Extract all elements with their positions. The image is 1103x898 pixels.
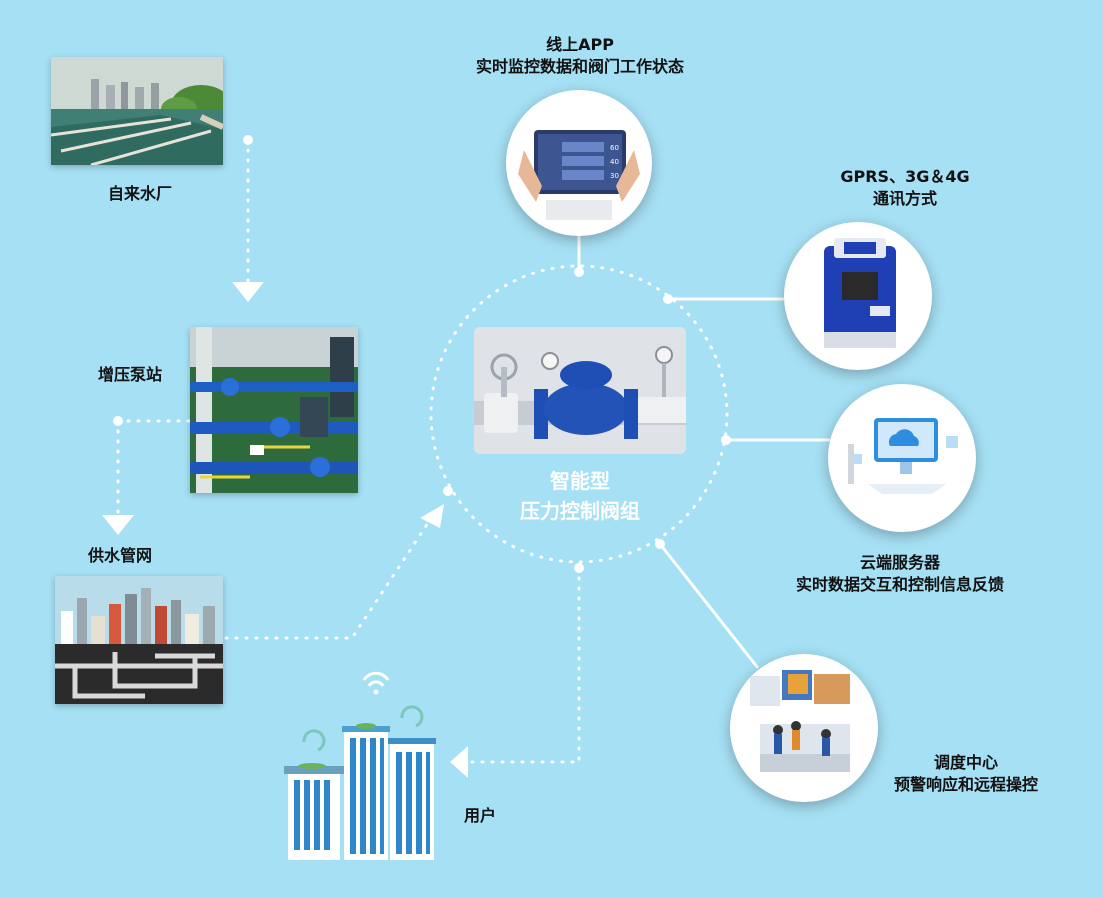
flow-node-dot [243, 135, 253, 145]
flow-arrow-down [232, 282, 264, 302]
cloud-circle [828, 384, 976, 532]
link-dot [655, 539, 665, 549]
comm-label-line2: 通讯方式 [872, 189, 937, 208]
supply-network-label: 供水管网 [87, 546, 152, 565]
link-dot [574, 267, 584, 277]
comm-label: GPRS、3G＆4G 通讯方式 [820, 166, 990, 210]
cloud-label-line2: 实时数据交互和控制信息反馈 [795, 575, 1004, 594]
flow-node-dot [574, 563, 584, 573]
users-buildings-illustration [282, 670, 442, 865]
app-reading-2: 40 [610, 158, 619, 166]
comm-label-line1: GPRS、3G＆4G [840, 167, 970, 186]
water-plant-photo [51, 57, 223, 165]
app-label-line2: 实时监控数据和阀门工作状态 [475, 57, 684, 76]
center-ring [429, 264, 729, 564]
app-label: 线上APP 实时监控数据和阀门工作状态 [440, 34, 720, 78]
app-reading-1: 60 [610, 144, 619, 152]
recycle-icon [400, 705, 424, 728]
cloud-label: 云端服务器 实时数据交互和控制信息反馈 [760, 552, 1040, 596]
flow-center-to-users [470, 566, 581, 764]
link-dot [663, 294, 673, 304]
center-title-line2: 压力控制阀组 [520, 499, 640, 523]
wifi-icon [362, 671, 390, 681]
link-dot [721, 435, 731, 445]
app-reading-3: 30 [610, 172, 619, 180]
water-plant-label: 自来水厂 [107, 184, 172, 203]
pump-station-label: 增压泵站 [97, 365, 162, 384]
cloud-icon [888, 429, 919, 446]
cloud-label-line1: 云端服务器 [859, 553, 940, 572]
dispatch-label-line2: 预警响应和远程操控 [893, 775, 1038, 794]
pressure-valve-image [474, 327, 686, 454]
supply-network-photo [55, 576, 223, 704]
pump-station-photo [190, 327, 358, 493]
dispatch-circle [730, 654, 878, 802]
center-title-line1: 智能型 [550, 469, 610, 493]
app-circle: 60 40 30 [506, 90, 652, 236]
flow-arrow-center [420, 504, 444, 528]
dispatch-label: 调度中心 预警响应和远程操控 [866, 752, 1066, 796]
flow-network-to-center [224, 518, 432, 640]
recycle-icon [302, 729, 326, 752]
dispatch-label-line1: 调度中心 [933, 753, 998, 772]
flow-arrow-down [102, 515, 134, 535]
center-title: 智能型 压力控制阀组 [470, 466, 690, 526]
app-label-line1: 线上APP [546, 35, 614, 54]
flow-arrow-left [450, 746, 468, 778]
link-dispatch [658, 543, 760, 669]
users-label: 用户 [463, 806, 496, 825]
comm-circle [784, 222, 932, 370]
flow-node-dot [443, 486, 453, 496]
